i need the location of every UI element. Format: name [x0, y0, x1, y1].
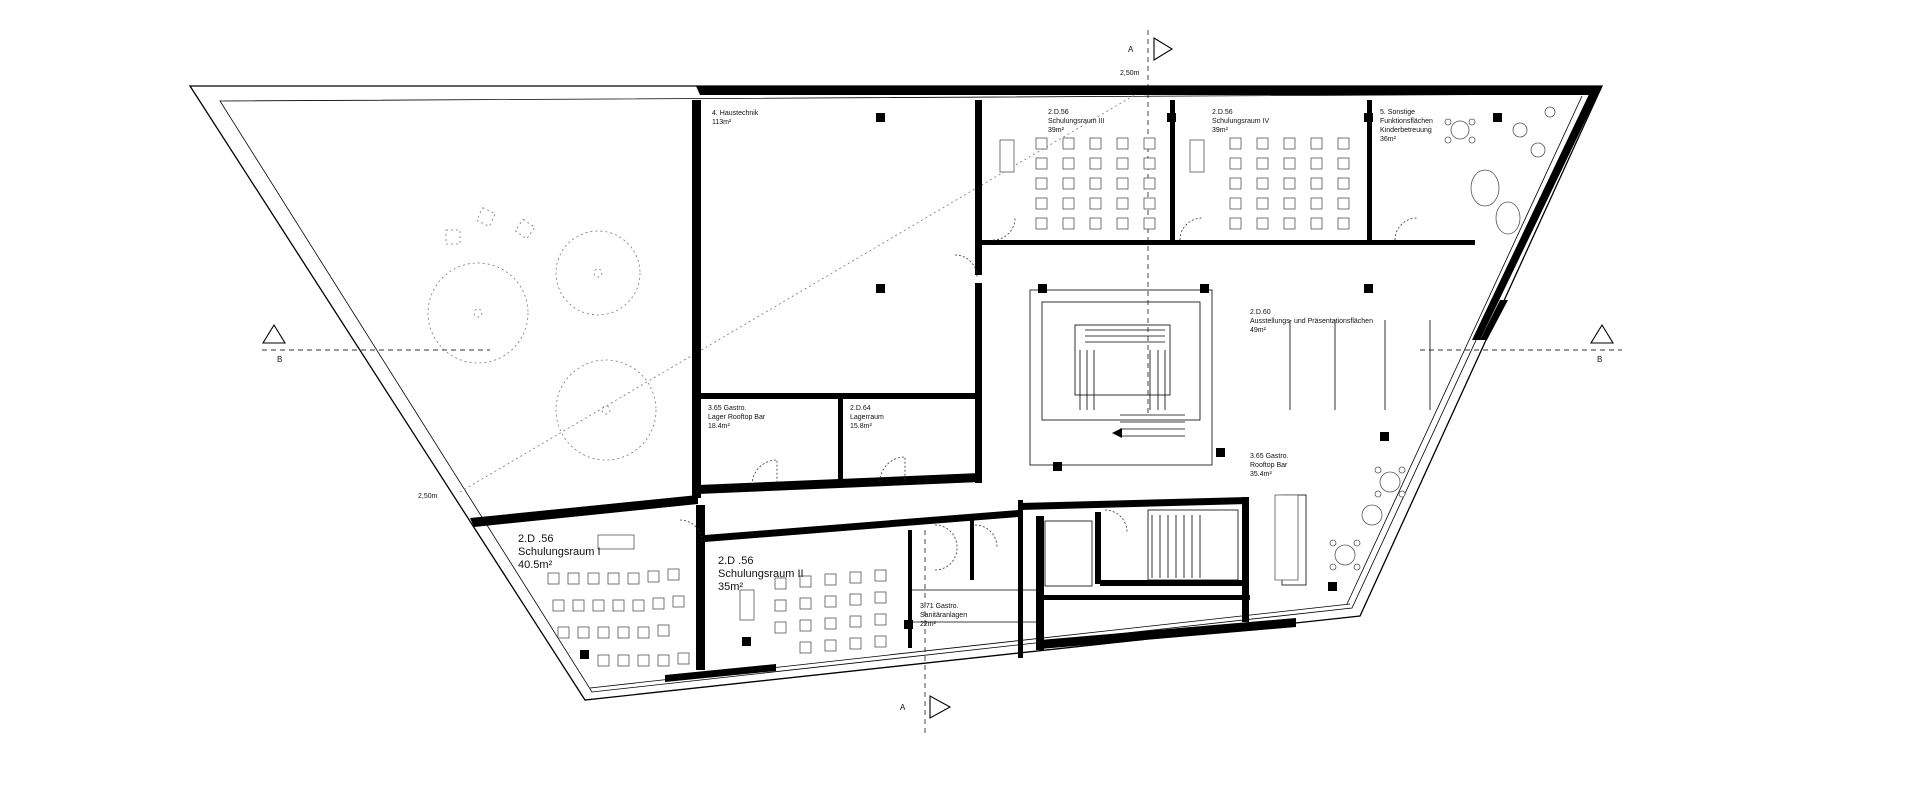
room-schulungsraum-1: 2.D .56 Schulungsraum I 40.5m²	[518, 533, 601, 571]
room-code: 2.D .56	[518, 533, 553, 545]
terrace-plants	[427, 207, 657, 461]
room-gastro-lager: 3.65 Gastro. Lager Rooftop Bar 18.4m²	[708, 405, 766, 430]
room-area: 22m²	[920, 621, 937, 628]
room-area: 40.5m²	[518, 559, 553, 571]
room-code: 3.65 Gastro.	[708, 405, 747, 412]
tree-canopy	[555, 359, 657, 461]
section-label-b-left: B	[277, 355, 282, 364]
room-area: 49m²	[1250, 327, 1267, 334]
tree-canopy	[427, 262, 529, 364]
room-sonstige: 5. Sonstige Funktionsflächen Kinderbetre…	[1380, 109, 1433, 143]
room-name: Lagerraum	[850, 414, 884, 421]
room-name: Lager Rooftop Bar	[708, 414, 766, 421]
section-label-a-top: A	[1128, 45, 1134, 54]
room-area: 15.8m²	[850, 423, 872, 430]
room-code: 2.D.64	[850, 405, 871, 412]
room-code: 2.D.56	[1048, 109, 1069, 116]
room-code: 3.71 Gastro.	[920, 603, 959, 610]
dimension-diagonal	[459, 85, 1151, 493]
room-area: 35.4m²	[1250, 471, 1272, 478]
dimension-top: 2,50m	[1120, 70, 1140, 77]
room-lagerraum: 2.D.64 Lagerraum 15.8m²	[850, 405, 884, 430]
inner-lines	[912, 289, 1431, 623]
tree-canopy	[555, 230, 641, 316]
room-area: 113m²	[712, 119, 732, 126]
room-area: 39m²	[1212, 127, 1229, 134]
room-schulungsraum-3: 2.D.56 Schulungsraum III 39m²	[1048, 109, 1104, 134]
room-name: Schulungsraum IV	[1212, 118, 1270, 125]
kids-area-objects	[1444, 106, 1556, 235]
room-code: 2.D .56	[718, 555, 753, 567]
room-sanitaer: 3.71 Gastro. Sanitäranlagen 22m²	[920, 603, 967, 628]
section-marker-b-left	[262, 323, 286, 344]
bar-furniture	[1274, 466, 1406, 581]
room-area: 39m²	[1048, 127, 1065, 134]
room-code: 2.D.60	[1250, 309, 1271, 316]
room-area: 35m²	[718, 581, 743, 593]
room-name: Sanitäranlagen	[920, 612, 967, 619]
building-outline-inner	[219, 93, 1591, 693]
section-marker-a-top	[1153, 37, 1174, 61]
room-schulungsraum-4: 2.D.56 Schulungsraum IV 39m²	[1212, 109, 1270, 134]
room-schulungsraum-2: 2.D .56 Schulungsraum II 35m²	[718, 555, 804, 593]
desks-schulung2	[739, 569, 887, 654]
section-marker-b-right	[1590, 323, 1614, 344]
room-area: 18.4m²	[708, 423, 730, 430]
staircase-lower	[1147, 509, 1239, 581]
room-code: 3.65 Gastro.	[1250, 453, 1289, 460]
room-haustechnik: 4. Haustechnik 113m²	[712, 110, 759, 126]
staircase-main	[1079, 329, 1185, 438]
desks-schulung1	[547, 534, 690, 667]
room-name: Schulungsraum II	[718, 568, 804, 580]
room-area: 36m²	[1380, 136, 1397, 143]
room-line2: Funktionsflächen	[1380, 118, 1433, 125]
room-name: Schulungsraum III	[1048, 118, 1104, 125]
room-name: Schulungsraum I	[518, 546, 601, 558]
columns	[580, 113, 1502, 659]
facade-edge-right	[1346, 95, 1583, 605]
dimension-left: 2,50m	[418, 493, 438, 500]
desks-schulung3	[999, 137, 1156, 230]
room-name: Ausstellungs- und Präsentationsflächen	[1250, 318, 1373, 325]
section-marker-a-bottom	[929, 695, 952, 719]
desks-schulung4	[1189, 137, 1350, 230]
section-label-b-right: B	[1597, 355, 1602, 364]
room-ausstellung: 2.D.60 Ausstellungs- und Präsentationsfl…	[1250, 309, 1373, 334]
room-code: 2.D.56	[1212, 109, 1233, 116]
room-line3: Kinderbetreuung	[1380, 127, 1432, 134]
section-label-a-bottom: A	[900, 703, 906, 712]
room-rooftop-bar: 3.65 Gastro. Rooftop Bar 35.4m²	[1250, 453, 1289, 478]
room-name: 4. Haustechnik	[712, 110, 759, 117]
doors	[679, 217, 1418, 571]
walls	[470, 86, 1602, 682]
room-name: 5. Sonstige	[1380, 109, 1415, 116]
room-name: Rooftop Bar	[1250, 462, 1288, 469]
